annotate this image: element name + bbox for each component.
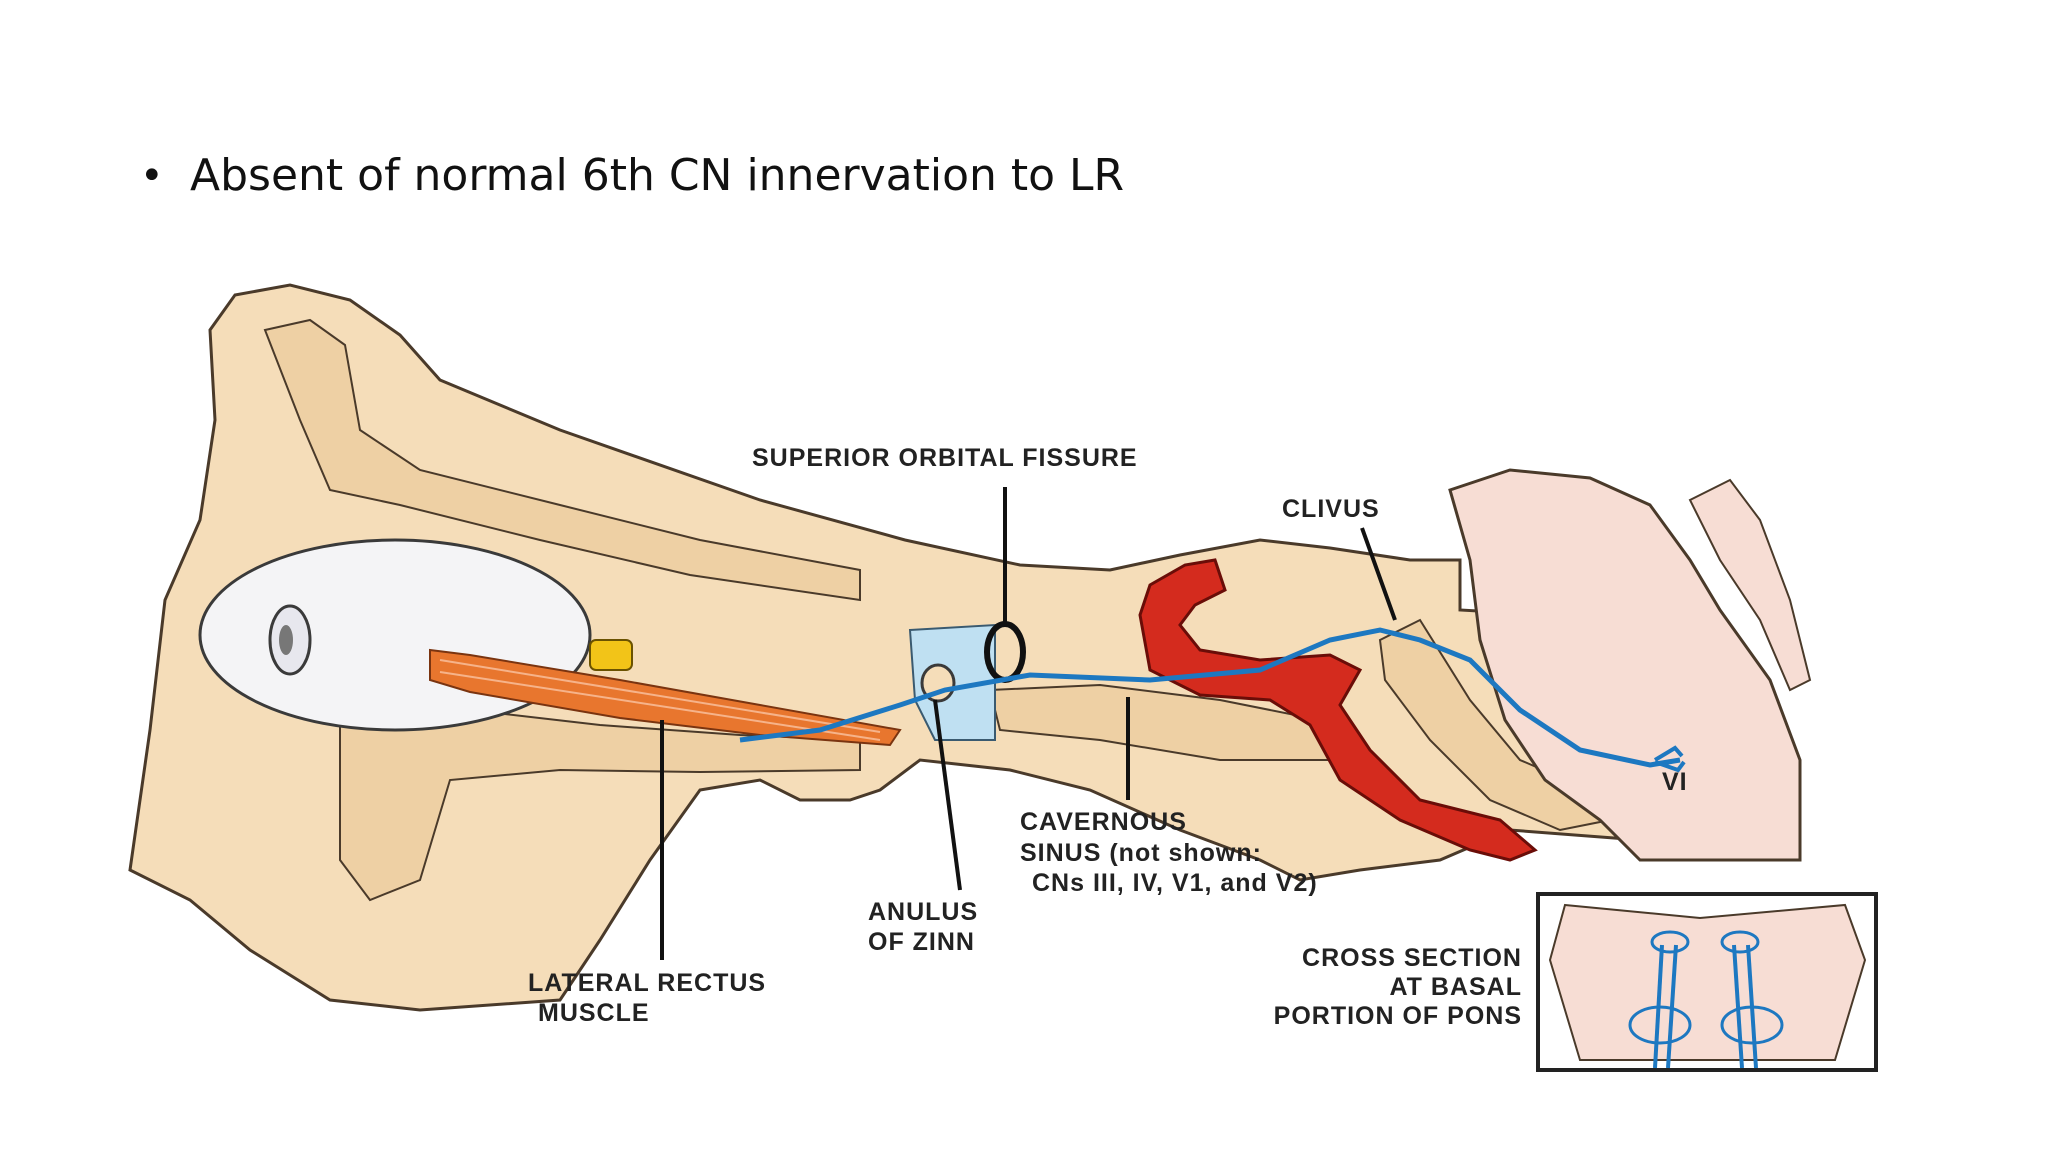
- label-cross-section-line1: CROSS SECTION: [1302, 944, 1522, 972]
- bullet-text: Absent of normal 6th CN innervation to L…: [190, 150, 1125, 201]
- inset-nerve-fiber: [1653, 944, 1664, 1069]
- inset-nucleus-right: [1720, 930, 1760, 954]
- abducens-nerve: [739, 627, 1681, 768]
- muscle-fiber: [439, 659, 881, 733]
- inset-nerve-fiber: [1666, 944, 1678, 1069]
- internal-carotid-artery: [1138, 558, 1538, 862]
- inset-nucleus-left: [1650, 930, 1690, 954]
- pointer-clivus: [1360, 527, 1397, 621]
- tendon-block: [589, 639, 633, 671]
- pointer-anulus-of-zinn: [933, 699, 962, 891]
- label-cavernous-sinus-line2: SINUS (not shown:: [1020, 839, 1262, 867]
- inset-pons-section: [1548, 903, 1867, 1061]
- label-superior-orbital-fissure: SUPERIOR ORBITAL FISSURE: [752, 444, 1138, 472]
- label-nerve-vi: VI: [1662, 768, 1688, 796]
- label-lateral-rectus-line2: MUSCLE: [538, 999, 650, 1027]
- nerve-root: [1653, 745, 1686, 773]
- label-cross-section-line3: PORTION OF PONS: [1274, 1002, 1522, 1030]
- bullet-symbol: •: [140, 152, 164, 199]
- cross-section-inset: [1536, 892, 1878, 1072]
- orbital-roof-bone: [263, 318, 861, 602]
- label-cavernous-sinus-line3: CNs III, IV, V1, and V2): [1032, 869, 1318, 897]
- label-lateral-rectus-line1: LATERAL RECTUS: [528, 969, 766, 997]
- cerebellum-outline: [1688, 478, 1812, 692]
- inset-nerve-fiber: [1732, 944, 1744, 1069]
- label-cavernous-sinus-line1: CAVERNOUS: [1020, 808, 1187, 836]
- label-cross-section-line2: AT BASAL: [1389, 973, 1522, 1001]
- label-anulus-line2: OF ZINN: [868, 928, 975, 956]
- pupil: [279, 625, 293, 655]
- bullet-item: • Absent of normal 6th CN innervation to…: [140, 150, 1124, 201]
- muscle-fiber: [439, 671, 881, 741]
- inset-nerve-fiber: [1746, 944, 1758, 1069]
- orbital-floor-bone: [339, 708, 861, 902]
- label-anulus-line1: ANULUS: [868, 898, 978, 926]
- label-clivus: CLIVUS: [1282, 495, 1380, 523]
